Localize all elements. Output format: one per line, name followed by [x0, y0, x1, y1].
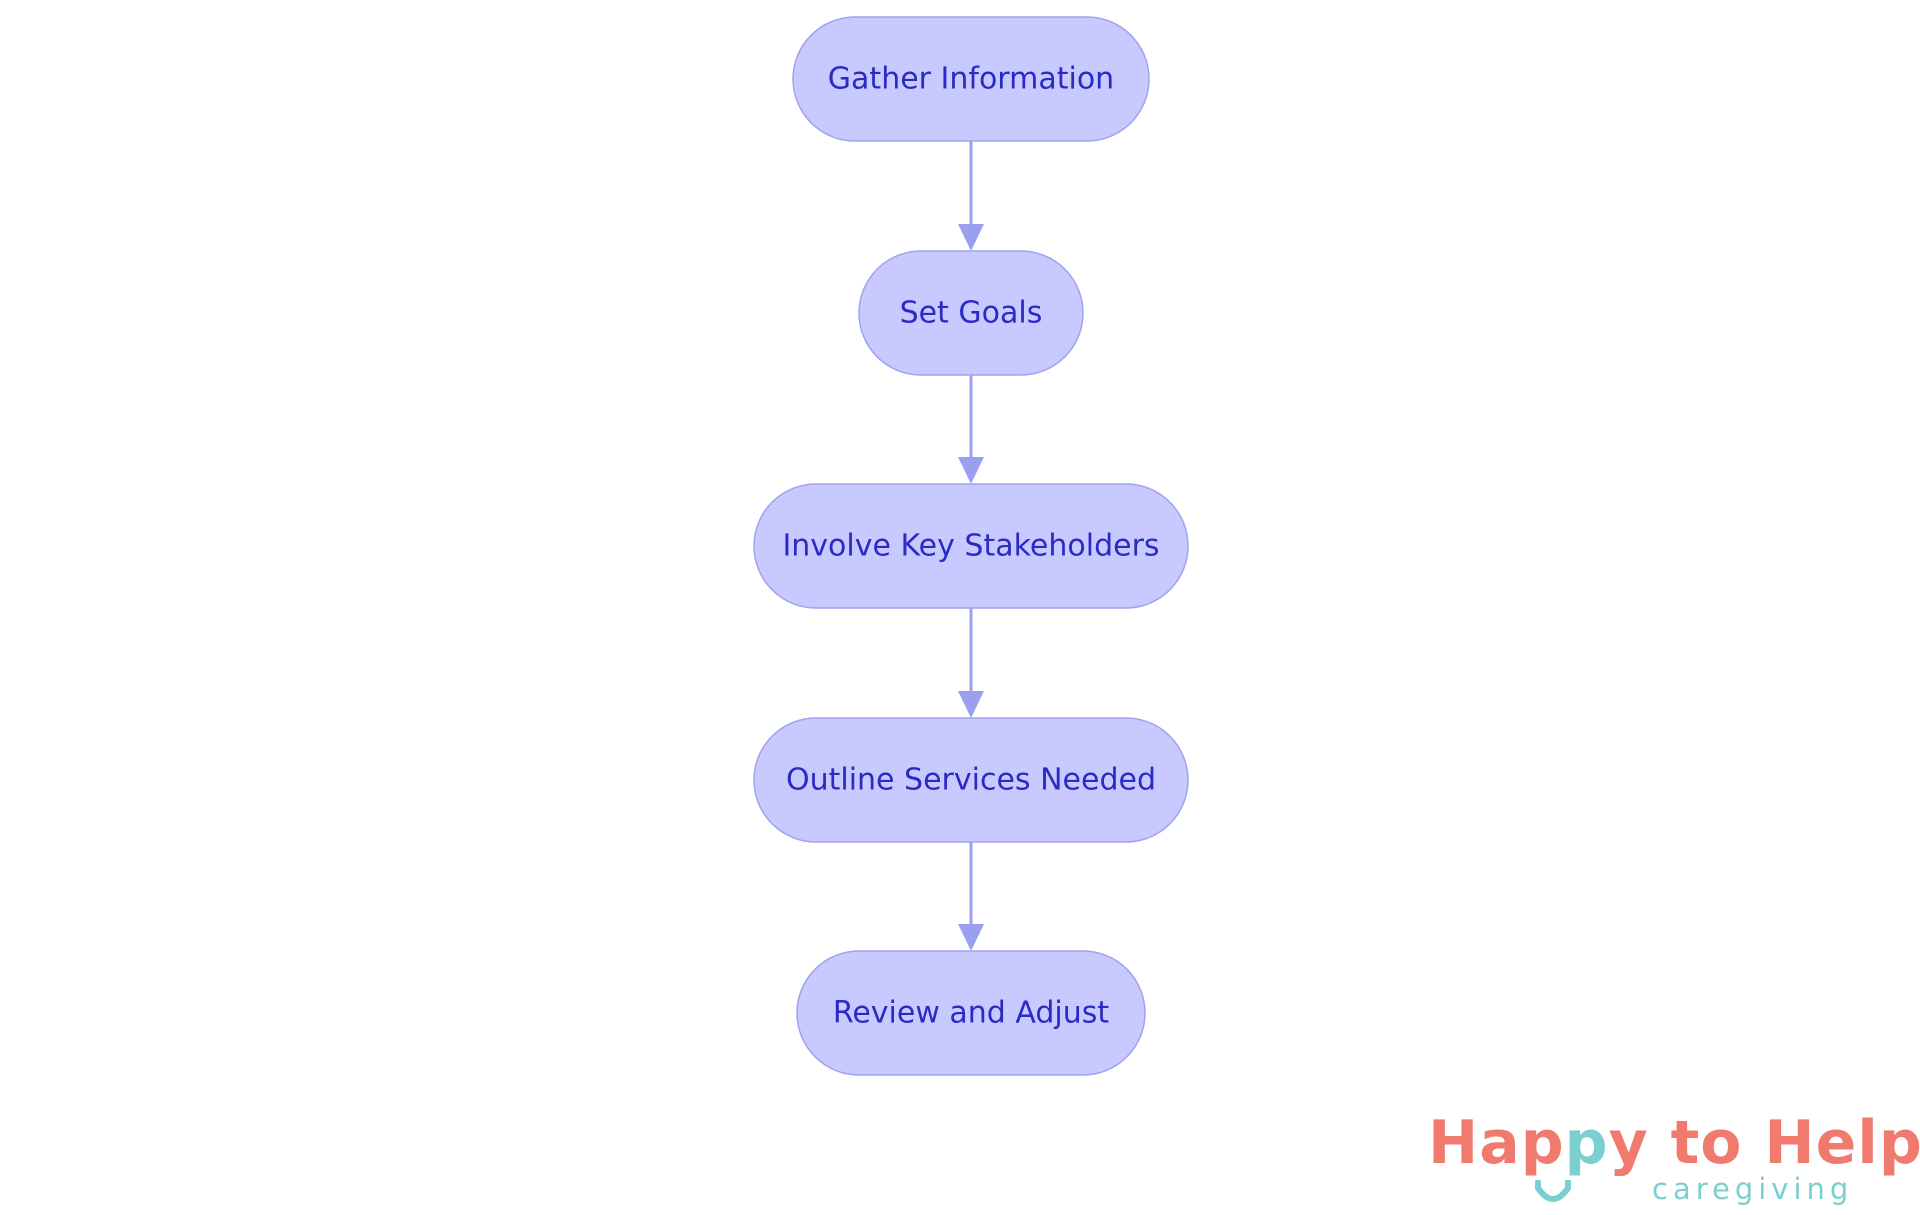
flow-node-goals: Set Goals	[858, 250, 1084, 376]
flow-edge-stakeholders-services	[958, 608, 984, 718]
happy-to-help-logo: Happy to Help caregiving	[1428, 1108, 1920, 1208]
smile-icon	[1535, 1180, 1571, 1202]
flow-edge-services-review	[958, 842, 984, 951]
flow-node-shape	[753, 483, 1189, 609]
flow-node-stakeholders: Involve Key Stakeholders	[753, 483, 1189, 609]
logo-tagline: caregiving	[1652, 1172, 1854, 1206]
arrowhead-icon	[958, 457, 984, 484]
arrowhead-icon	[958, 691, 984, 718]
flow-edge-gather-goals	[958, 141, 984, 251]
flow-node-review: Review and Adjust	[796, 950, 1146, 1076]
flow-node-label: Review and Adjust	[833, 996, 1110, 1031]
flow-node-shape	[796, 950, 1146, 1076]
flow-node-shape	[753, 717, 1189, 843]
flow-node-label: Gather Information	[828, 62, 1114, 97]
flow-edge-goals-stakeholders	[958, 375, 984, 484]
flow-node-label: Outline Services Needed	[786, 763, 1156, 798]
flow-node-services: Outline Services Needed	[753, 717, 1189, 843]
flow-node-gather: Gather Information	[792, 16, 1150, 142]
flow-node-label: Set Goals	[900, 296, 1043, 331]
flow-node-label: Involve Key Stakeholders	[782, 529, 1159, 564]
arrowhead-icon	[958, 224, 984, 251]
logo-title: Happy to Help	[1428, 1108, 1920, 1178]
flow-node-shape	[792, 16, 1150, 142]
arrowhead-icon	[958, 924, 984, 951]
flow-node-shape	[858, 250, 1084, 376]
